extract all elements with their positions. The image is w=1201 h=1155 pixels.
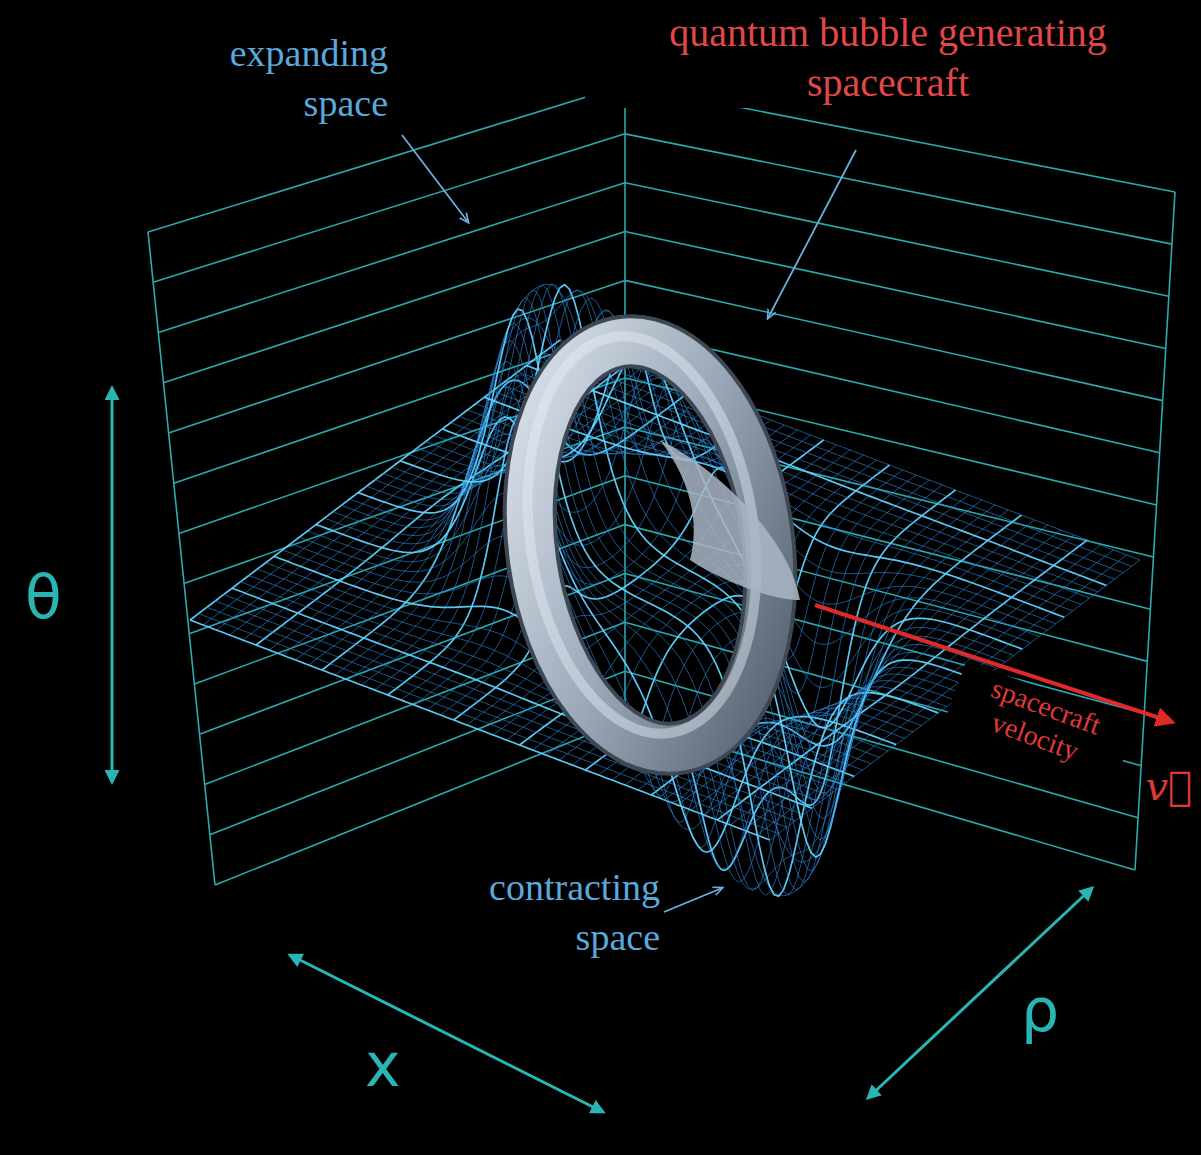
- wall-line: [625, 232, 1166, 349]
- mesh-line: [375, 290, 955, 890]
- mesh-line: [400, 285, 980, 857]
- mesh-line: [535, 359, 1115, 579]
- axis-label: ρ: [1018, 975, 1062, 1045]
- theta-axis: [111, 388, 114, 782]
- wall-line: [625, 134, 1172, 244]
- mesh-line: [501, 385, 1081, 605]
- leader-line: [402, 135, 468, 222]
- region-label: expanding space: [150, 28, 391, 128]
- mesh-line: [560, 340, 1140, 560]
- mesh-line: [333, 362, 913, 883]
- ring-cabin: [660, 440, 800, 600]
- mesh-line: [526, 366, 1106, 586]
- mesh-line: [543, 353, 1123, 573]
- frame-lines: [148, 85, 1175, 885]
- mesh-lines: [190, 284, 1140, 897]
- mesh-line: [625, 505, 995, 862]
- mesh-line: [744, 550, 1114, 830]
- mesh-line: [392, 284, 972, 871]
- wall-line: [625, 183, 1169, 297]
- axis-label: x: [362, 1030, 404, 1100]
- mesh-line: [426, 311, 1006, 793]
- mesh-line: [518, 372, 1098, 592]
- wall-line: [153, 134, 625, 282]
- mesh-line: [409, 290, 989, 840]
- leader-line: [768, 150, 856, 318]
- mesh-line: [770, 560, 1140, 840]
- mesh-line: [325, 387, 905, 869]
- leader-line: [664, 888, 722, 912]
- axis-label: θ: [22, 562, 65, 632]
- frame-edge: [148, 232, 215, 885]
- mesh-line: [417, 298, 997, 819]
- vector-symbol: v⃗: [1142, 762, 1195, 810]
- mesh-line: [510, 378, 1090, 598]
- title-label: quantum bubble generating spacecraft: [585, 8, 1191, 108]
- mesh-line: [552, 346, 1132, 566]
- wall-line: [158, 183, 625, 333]
- mesh-line: [358, 309, 938, 896]
- mesh-line: [383, 285, 963, 882]
- region-label: contracting space: [395, 862, 663, 962]
- ring-body: [503, 321, 800, 764]
- rho-axis: [868, 888, 1092, 1098]
- x-axis: [290, 955, 603, 1112]
- wall-line: [215, 720, 625, 885]
